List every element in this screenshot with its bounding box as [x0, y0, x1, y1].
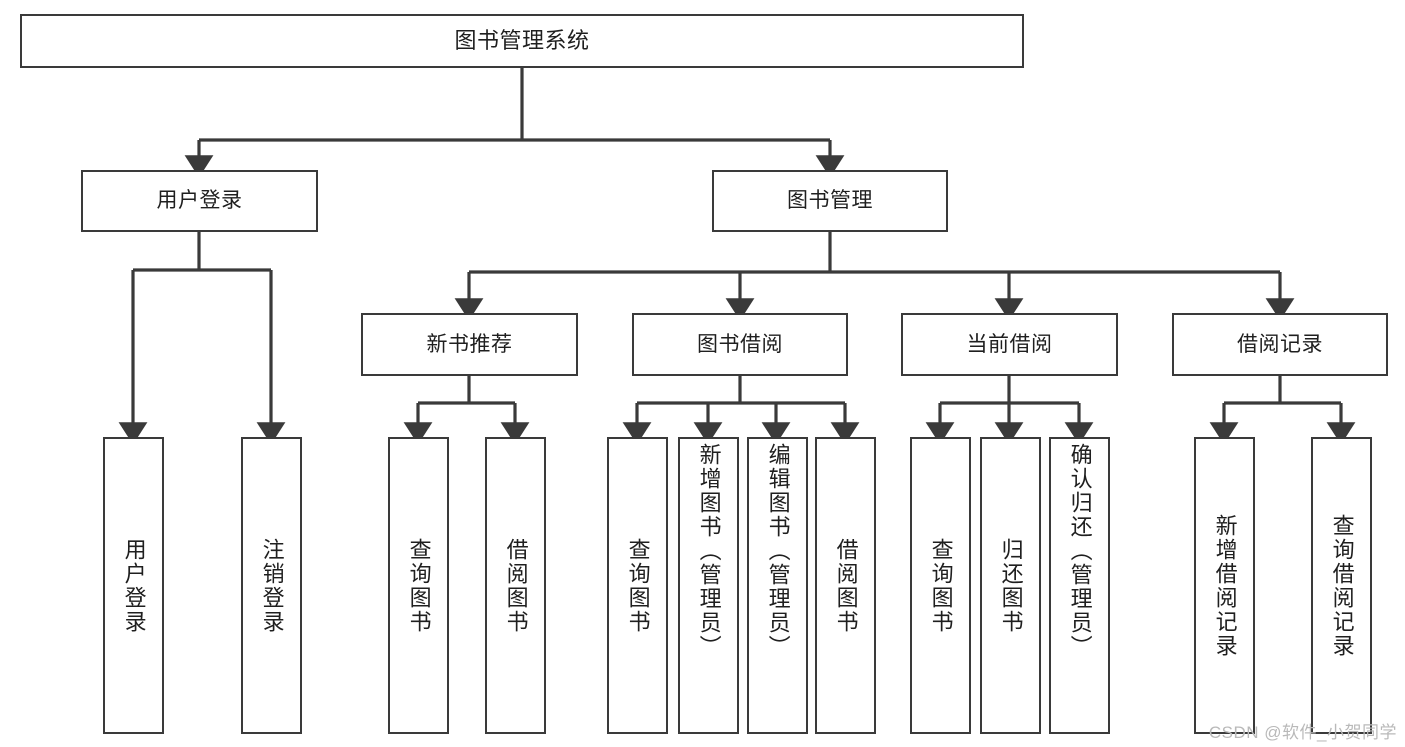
node-label: 查询图书: [625, 537, 651, 634]
node-borrow-record[interactable]: 借阅记录: [1172, 313, 1388, 376]
node-label: 新增借阅记录: [1212, 513, 1238, 658]
node-label: 查询图书: [928, 537, 954, 634]
node-leaf-query-book-recommend[interactable]: 查询图书: [388, 437, 449, 734]
node-root-system[interactable]: 图书管理系统: [20, 14, 1024, 68]
node-label: 确认归还（管理员）: [1067, 443, 1093, 659]
node-leaf-borrow-book-borrow[interactable]: 借阅图书: [815, 437, 876, 734]
node-leaf-add-book-admin[interactable]: 新增图书（管理员）: [678, 437, 739, 734]
node-leaf-borrow-book-recommend[interactable]: 借阅图书: [485, 437, 546, 734]
node-label: 用户登录: [156, 189, 243, 213]
node-current-borrow[interactable]: 当前借阅: [901, 313, 1118, 376]
node-label: 新书推荐: [426, 332, 513, 356]
node-label: 借阅记录: [1237, 332, 1323, 356]
node-label: 图书管理系统: [454, 27, 590, 53]
node-leaf-user-login[interactable]: 用户登录: [103, 437, 164, 734]
node-label: 图书管理: [787, 189, 873, 213]
node-label: 注销登录: [259, 537, 285, 634]
node-label: 编辑图书（管理员）: [765, 443, 791, 659]
node-leaf-logout-login[interactable]: 注销登录: [241, 437, 302, 734]
node-leaf-edit-book-admin[interactable]: 编辑图书（管理员）: [747, 437, 808, 734]
node-leaf-query-book-borrow[interactable]: 查询图书: [607, 437, 668, 734]
node-label: 当前借阅: [966, 332, 1053, 356]
node-leaf-confirm-return-admin[interactable]: 确认归还（管理员）: [1049, 437, 1110, 734]
node-label: 借阅图书: [833, 537, 859, 634]
node-leaf-return-book[interactable]: 归还图书: [980, 437, 1041, 734]
node-leaf-query-book-current[interactable]: 查询图书: [910, 437, 971, 734]
node-book-management[interactable]: 图书管理: [712, 170, 948, 232]
node-label: 借阅图书: [503, 537, 529, 634]
node-label: 归还图书: [998, 537, 1024, 634]
node-label: 用户登录: [121, 537, 147, 634]
node-leaf-query-borrow-record[interactable]: 查询借阅记录: [1311, 437, 1372, 734]
node-label: 图书借阅: [697, 332, 783, 356]
node-book-borrow[interactable]: 图书借阅: [632, 313, 848, 376]
node-label: 查询借阅记录: [1329, 513, 1355, 658]
node-user-login[interactable]: 用户登录: [81, 170, 318, 232]
csdn-watermark: CSDN @软件_小贺同学: [1208, 723, 1397, 742]
node-leaf-add-borrow-record[interactable]: 新增借阅记录: [1194, 437, 1255, 734]
node-label: 查询图书: [406, 537, 432, 634]
node-label: 新增图书（管理员）: [696, 443, 722, 659]
node-new-book-recommend[interactable]: 新书推荐: [361, 313, 578, 376]
